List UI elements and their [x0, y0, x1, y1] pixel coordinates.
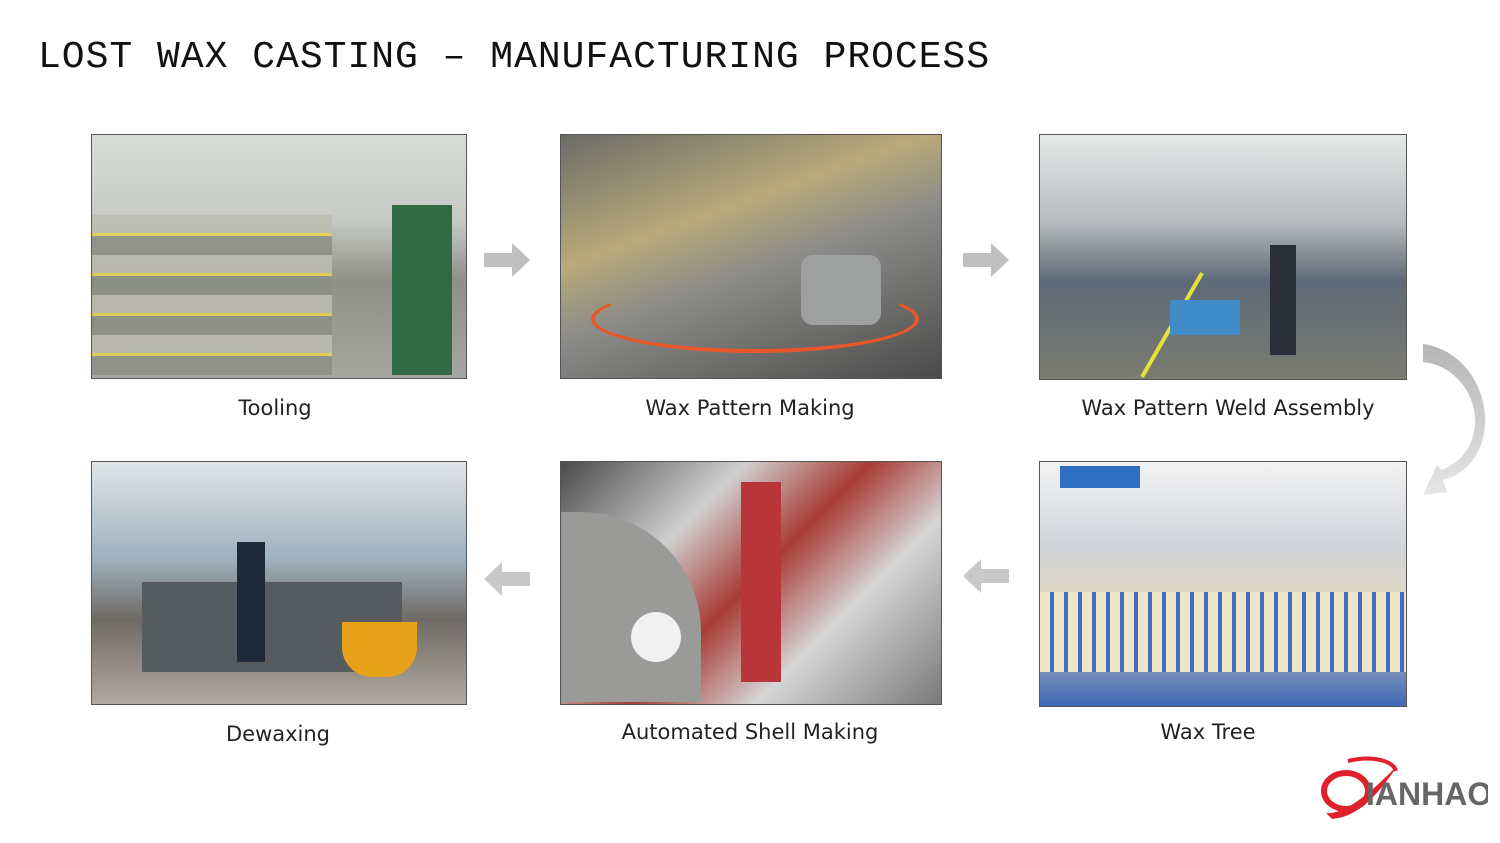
qianhao-logo: IANHAO: [1318, 755, 1492, 827]
arrow-right-icon: [963, 243, 1009, 277]
wax-tree-photo: [1039, 461, 1407, 707]
caption-dewaxing: Dewaxing: [225, 722, 331, 746]
svg-text:IANHAO: IANHAO: [1366, 776, 1488, 812]
wax-pattern-making-photo: [560, 134, 942, 379]
caption-wax-pattern-weld-assembly: Wax Pattern Weld Assembly: [1081, 396, 1375, 420]
curved-arrow-down-icon: [1423, 344, 1486, 495]
caption-tooling: Tooling: [238, 396, 312, 420]
arrow-right-icon: [484, 243, 530, 277]
tooling-photo: [91, 134, 467, 379]
arrow-left-icon: [963, 559, 1009, 593]
dewaxing-photo: [91, 461, 467, 705]
automated-shell-making-photo: [560, 461, 942, 705]
caption-wax-pattern-making: Wax Pattern Making: [645, 396, 855, 420]
caption-automated-shell-making: Automated Shell Making: [621, 720, 879, 744]
arrow-left-icon: [484, 562, 530, 596]
page-title: LOST WAX CASTING – MANUFACTURING PROCESS: [38, 36, 991, 79]
caption-wax-tree: Wax Tree: [1160, 720, 1256, 744]
wax-pattern-weld-assembly-photo: [1039, 134, 1407, 380]
